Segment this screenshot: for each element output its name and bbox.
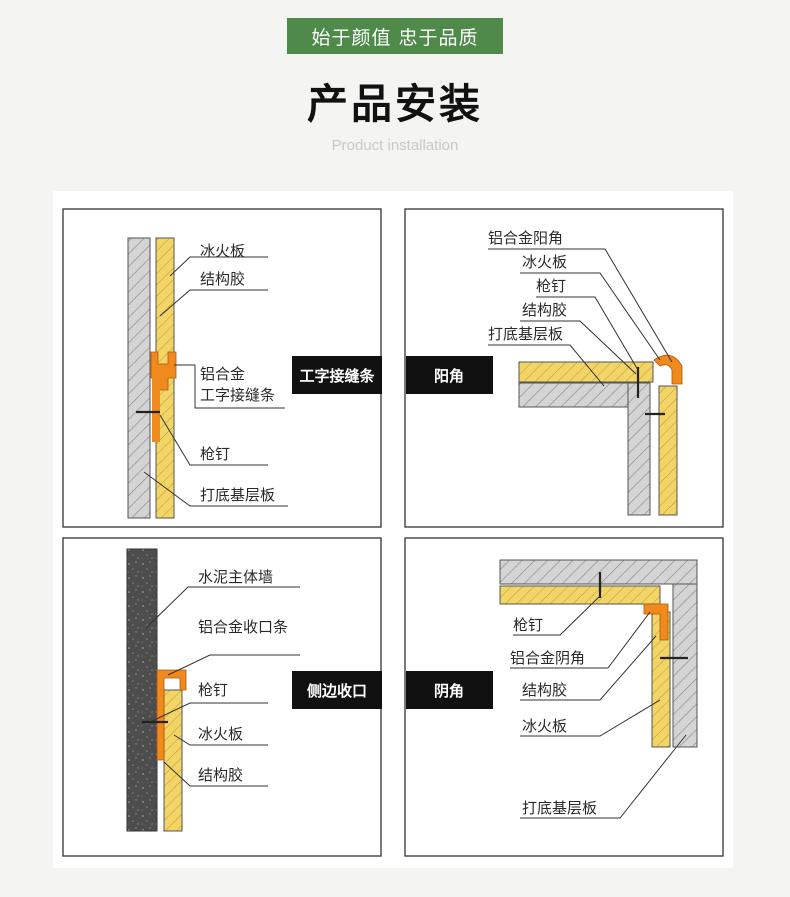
leader-line xyxy=(520,635,657,701)
outer-corner-alloy-shape xyxy=(653,354,683,385)
label-base: 打底基层板 xyxy=(200,486,275,504)
base-board-shape xyxy=(672,583,698,748)
base-board-shape xyxy=(518,382,638,408)
inner-corner-alloy-shape xyxy=(643,603,669,641)
tag-label: 侧边收口 xyxy=(307,682,367,700)
leader-line xyxy=(159,414,268,466)
tag-outer-corner: 阳角 xyxy=(406,356,493,394)
base-board-shape xyxy=(627,382,651,516)
tag-label: 阳角 xyxy=(434,367,464,385)
leader-line xyxy=(163,761,268,787)
tag-bg xyxy=(406,356,493,394)
tag-label: 阴角 xyxy=(434,682,464,700)
tag-inner-corner: 阴角 xyxy=(406,671,493,709)
edge-trim-alloy-shape xyxy=(156,669,187,761)
label-alloy: 铝合金阴角 xyxy=(510,649,585,667)
tag-edge-trim: 侧边收口 xyxy=(292,671,382,709)
tag-bg xyxy=(406,671,493,709)
label-nail: 枪钉 xyxy=(513,616,543,634)
panel-inner-corner: 枪钉 铝合金阴角 结构胶 冰火板 打底基层板 xyxy=(404,537,724,857)
tag-bg xyxy=(292,356,382,394)
panel-board-shape xyxy=(163,689,183,832)
label-alloy: 铝合金阳角 xyxy=(488,229,563,247)
label-base: 打底基层板 xyxy=(522,799,597,817)
tag-label: 工字接缝条 xyxy=(299,367,375,385)
concrete-wall-shape xyxy=(126,548,158,832)
panel-outer-corner: 铝合金阳角 冰火板 枪钉 结构胶 打底基层板 xyxy=(404,208,724,528)
label-alloy: 铝合金收口条 xyxy=(198,618,288,636)
leader-line xyxy=(488,344,605,387)
label-nail: 枪钉 xyxy=(200,445,230,463)
panel-board-shape xyxy=(658,385,678,516)
tag-i-joint: 工字接缝条 xyxy=(292,356,382,394)
label-glue: 结构胶 xyxy=(522,681,567,699)
leader-line xyxy=(173,734,268,746)
leader-line xyxy=(143,471,288,507)
leader-line xyxy=(149,702,268,723)
tagline-banner: 始于颜值 忠于品质 xyxy=(287,18,503,54)
leader-line xyxy=(159,289,268,317)
leader-line xyxy=(520,272,661,361)
label-base: 打底基层板 xyxy=(488,325,563,343)
tag-bg xyxy=(292,671,382,709)
leader-line xyxy=(513,595,601,636)
leader-line xyxy=(169,256,268,277)
label-board: 冰火板 xyxy=(200,242,245,260)
base-board-shape xyxy=(127,237,151,519)
label-glue: 结构胶 xyxy=(522,301,567,319)
leader-line xyxy=(510,611,651,669)
label-nail: 枪钉 xyxy=(198,681,228,699)
label-glue: 结构胶 xyxy=(198,766,243,784)
page-subtitle: Product installation xyxy=(331,137,459,154)
base-board-shape xyxy=(499,559,698,585)
leader-line xyxy=(488,248,673,363)
leader-line xyxy=(167,654,300,676)
panel-board-shape xyxy=(518,361,654,383)
label-alloy-joint: 工字接缝条 xyxy=(200,386,275,404)
label-board: 冰火板 xyxy=(198,725,243,743)
leader-line xyxy=(174,364,285,409)
leader-line xyxy=(520,734,687,819)
leader-line xyxy=(145,586,300,629)
label-board: 冰火板 xyxy=(522,717,567,735)
panel-board-shape xyxy=(499,585,661,605)
label-alloy: 铝合金 xyxy=(200,365,245,383)
label-board: 冰火板 xyxy=(522,253,567,271)
label-nail: 枪钉 xyxy=(536,277,566,295)
leader-line xyxy=(520,320,637,375)
i-joint-alloy-leg xyxy=(152,370,160,442)
leader-line xyxy=(520,699,661,737)
label-wall: 水泥主体墙 xyxy=(198,568,273,586)
label-glue: 结构胶 xyxy=(200,270,245,288)
page-title: 产品安装 xyxy=(307,80,483,128)
leader-line xyxy=(536,296,639,371)
